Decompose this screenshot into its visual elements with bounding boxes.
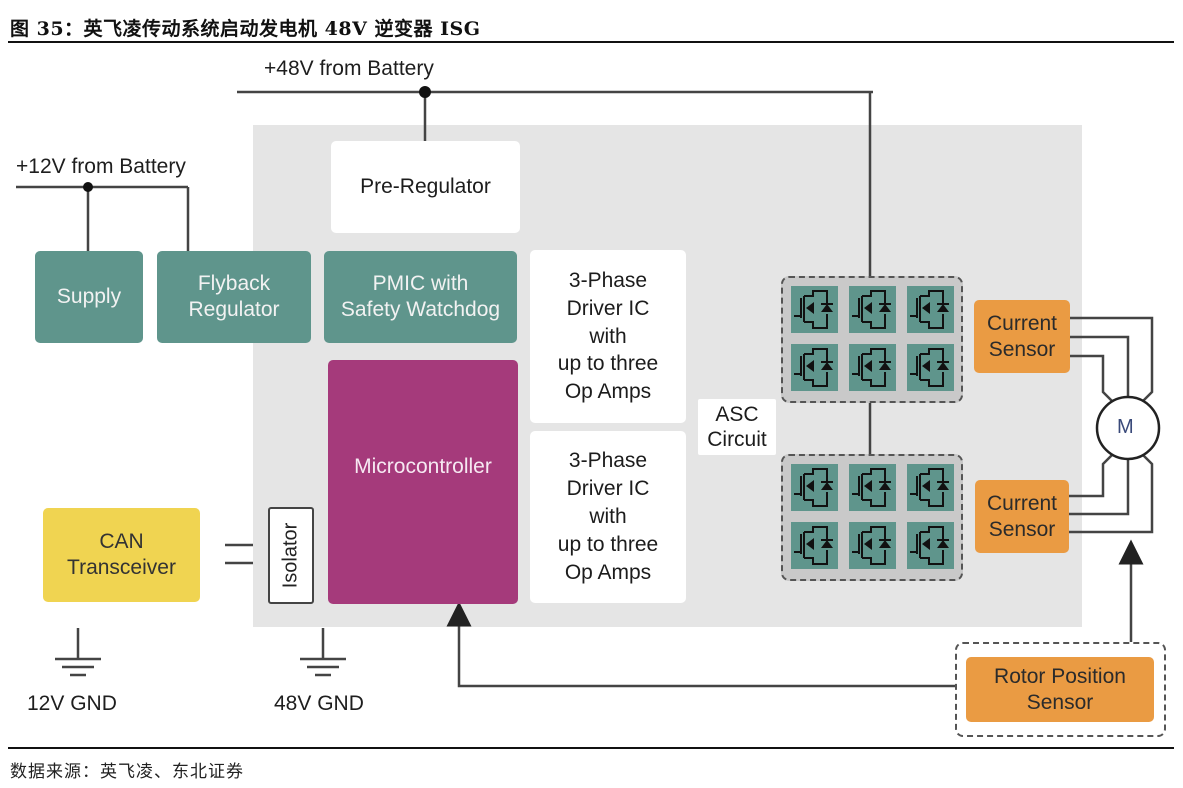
igbt-transistor-with-diode-icon [791, 522, 838, 569]
driver-ic-1-line: 3-Phase [568, 268, 648, 292]
igbt-transistor-with-diode-icon [849, 522, 896, 569]
isolator-block: Isolator [268, 507, 314, 604]
rotor-sensor-line1: Rotor Position [994, 665, 1126, 689]
current-sensor-bottom: Current Sensor [975, 480, 1069, 553]
igbt-transistor-with-diode-icon [791, 344, 838, 391]
rotor-sensor-line2: Sensor [1026, 690, 1094, 714]
supply-label: Supply [56, 284, 122, 308]
driver-ic-2-line: Op Amps [564, 560, 652, 584]
current-sensor-bottom-line2: Sensor [988, 517, 1056, 541]
igbt-bridge-bottom [781, 454, 963, 581]
igbt-transistor-with-diode-icon [849, 344, 896, 391]
ground-icon [55, 657, 101, 677]
figure-title: 图 35：英飞凌传动系统启动发电机 48V 逆变器 ISG [10, 18, 481, 40]
igbt-transistor-with-diode-icon [849, 464, 896, 511]
gnd-48v-label: 48V GND [274, 692, 364, 715]
pmic-label-line1: PMIC with [372, 271, 469, 295]
driver-ic-2-line: Driver IC [566, 477, 650, 501]
source-rule [8, 747, 1174, 749]
can-transceiver-block: CAN Transceiver [43, 508, 200, 602]
can-label-line2: Transceiver [67, 556, 176, 579]
asc-label-line2: Circuit [707, 428, 767, 451]
title-rule [8, 41, 1174, 43]
flyback-label-line2: Regulator [188, 298, 280, 321]
pmic-block: PMIC with Safety Watchdog [324, 251, 517, 343]
figure-source: 数据来源：英飞凌、东北证券 [10, 762, 244, 782]
pre-regulator-label: Pre-Regulator [360, 174, 491, 198]
current-sensor-top-line1: Current [986, 312, 1058, 336]
junction-dot-icon [83, 182, 93, 192]
igbt-transistor-with-diode-icon [907, 344, 954, 391]
driver-ic-block-2: 3-Phase Driver IC with up to three Op Am… [530, 431, 686, 603]
current-sensor-bottom-line1: Current [986, 492, 1058, 516]
igbt-bridge-top [781, 276, 963, 403]
current-sensor-top-line2: Sensor [988, 337, 1056, 361]
battery-12v-label: +12V from Battery [16, 155, 186, 178]
motor-icon [1095, 395, 1161, 461]
driver-ic-1-line: Driver IC [566, 296, 650, 320]
rotor-position-sensor: Rotor Position Sensor [966, 657, 1154, 722]
rotor-sensor-enclosure [955, 642, 1166, 737]
igbt-transistor-with-diode-icon [791, 464, 838, 511]
driver-ic-1-line: Op Amps [564, 380, 652, 404]
isolator-label: Isolator [279, 522, 302, 589]
igbt-transistor-with-diode-icon [907, 286, 954, 333]
battery-48v-label: +48V from Battery [264, 57, 434, 80]
igbt-transistor-with-diode-icon [849, 286, 896, 333]
rotor-feedback-wire [446, 601, 955, 688]
igbt-transistor-with-diode-icon [907, 464, 954, 511]
asc-circuit-block: ASC Circuit [698, 399, 776, 455]
driver-ic-1-line: with [589, 324, 627, 348]
junction-dot-icon [419, 86, 431, 98]
microcontroller-block: Microcontroller [328, 360, 518, 604]
gnd-12v-label: 12V GND [27, 692, 117, 715]
asc-label-line1: ASC [715, 402, 759, 426]
driver-ic-2-line: up to three [557, 532, 659, 556]
current-sensor-top: Current Sensor [974, 300, 1070, 373]
can-label-line1: CAN [99, 529, 144, 553]
driver-ic-1-line: up to three [557, 352, 659, 376]
driver-ic-2-line: 3-Phase [568, 449, 648, 473]
pre-regulator-block: Pre-Regulator [331, 141, 520, 233]
igbt-transistor-with-diode-icon [791, 286, 838, 333]
pmic-label-line2: Safety Watchdog [340, 298, 501, 321]
ground-icon [300, 657, 346, 677]
driver-ic-2-line: with [589, 505, 627, 529]
microcontroller-label: Microcontroller [354, 455, 492, 478]
flyback-regulator-block: Flyback Regulator [157, 251, 311, 343]
motor-label: M [1117, 416, 1134, 438]
flyback-label-line1: Flyback [197, 271, 271, 295]
supply-block: Supply [35, 251, 143, 343]
driver-ic-block-1: 3-Phase Driver IC with up to three Op Am… [530, 250, 686, 423]
igbt-transistor-with-diode-icon [907, 522, 954, 569]
